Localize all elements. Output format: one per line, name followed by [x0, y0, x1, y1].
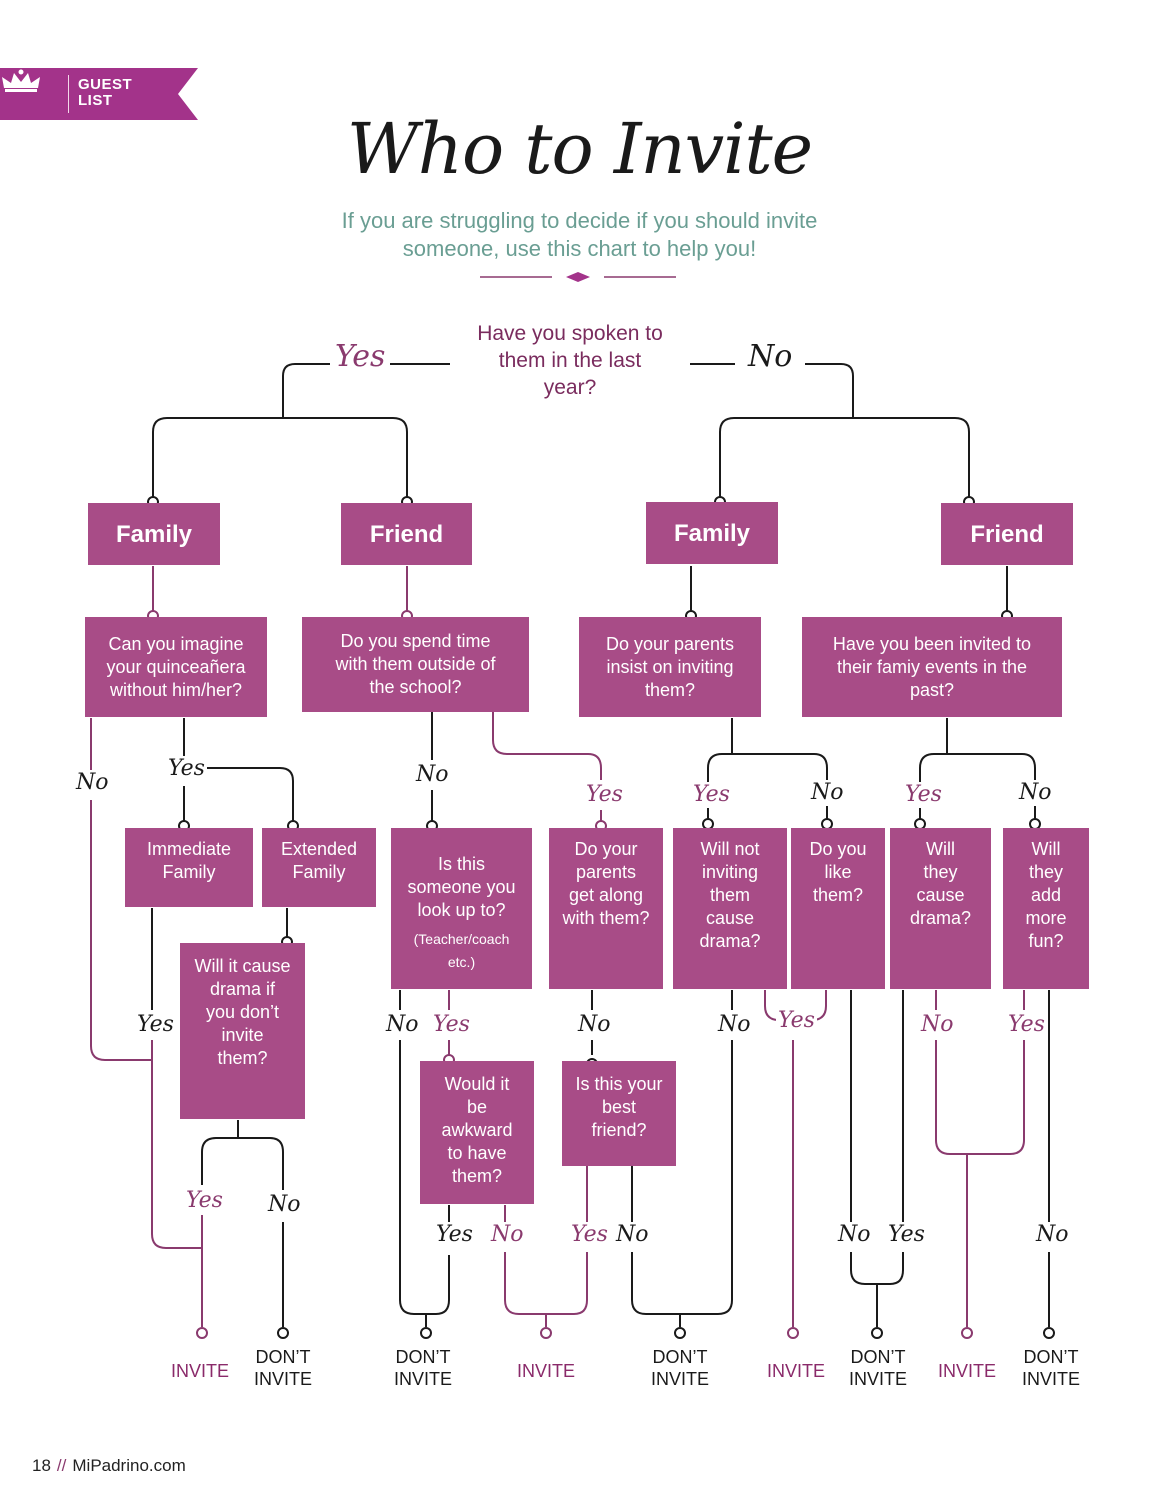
question-drama-if-not-invited: Will it cause drama if you don’t invite … [180, 943, 305, 1119]
crown-icon [2, 69, 40, 92]
subtitle-line2: someone, use this chart to help you! [402, 236, 757, 261]
category-friend-yes: Friend [341, 503, 472, 565]
divider-ornament [480, 272, 676, 282]
label-yes: Yes [584, 782, 625, 808]
label-no: No [614, 1222, 651, 1248]
label-yes: Yes [903, 782, 944, 808]
question-like-them: Do you like them? [791, 828, 885, 989]
label-yes: Yes [434, 1222, 475, 1248]
section-ribbon: GUEST LIST [0, 68, 198, 120]
question-parents-insist: Do your parents insist on inviting them? [579, 617, 761, 717]
category-friend-no: Friend [941, 503, 1073, 565]
outcome-line1: DON’T [395, 1347, 451, 1367]
root-yes-label: Yes [333, 339, 388, 374]
page-footer: 18 // MiPadrino.com [32, 1456, 186, 1476]
label-yes: Yes [886, 1222, 927, 1248]
node-extended-family: Extended Family [262, 828, 376, 907]
outcome-line1: DON’T [652, 1347, 708, 1367]
label-yes: Yes [431, 1012, 472, 1038]
node-immediate-family: Immediate Family [125, 828, 253, 907]
label-no: No [716, 1012, 753, 1038]
question-imagine-without: Can you imagine your quinceañera without… [85, 617, 267, 717]
outcome-invite: INVITE [937, 1361, 996, 1381]
root-question: Have you spoken to them in the last year… [477, 322, 663, 399]
label-no: No [1017, 780, 1054, 806]
outcome-line2: INVITE [393, 1369, 452, 1389]
ribbon-divider [68, 75, 69, 113]
label-yes: Yes [569, 1222, 610, 1248]
category-family-yes: Family [88, 503, 220, 565]
category-family-no: Family [646, 502, 778, 564]
question-spend-time: Do you spend time with them outside of t… [302, 617, 529, 712]
outcome-line2: INVITE [848, 1369, 907, 1389]
label-no: No [809, 780, 846, 806]
label-yes: Yes [166, 756, 207, 782]
question-invited-family-events: Have you been invited to their famiy eve… [802, 617, 1062, 717]
page-number: 18 [32, 1456, 51, 1475]
subtitle: If you are struggling to decide if you s… [0, 207, 1159, 263]
outcome-line1: DON’T [255, 1347, 311, 1367]
question-add-more-fun: Will they add more fun? [1003, 828, 1089, 989]
label-yes: Yes [135, 1012, 176, 1038]
site-link[interactable]: MiPadrino.com [72, 1456, 186, 1475]
question-best-friend: Is this your best friend? [562, 1061, 676, 1166]
label-no: No [836, 1222, 873, 1248]
ribbon-line2: LIST [78, 92, 113, 109]
ribbon-label: GUEST LIST [78, 77, 132, 109]
question-parents-get-along: Do your parents get along with them? [549, 828, 663, 989]
page-title: Who to Invite [346, 108, 813, 190]
label-no: No [266, 1192, 303, 1218]
label-no: No [74, 770, 111, 796]
label-no: No [414, 762, 451, 788]
outcome-invite: INVITE [766, 1361, 825, 1381]
look-up-text: Is this someone you look up to? [407, 854, 516, 920]
ribbon-line1: GUEST [78, 76, 133, 93]
label-no: No [919, 1012, 956, 1038]
ribbon-shape [0, 68, 198, 120]
outcome-line2: INVITE [1021, 1369, 1080, 1389]
outcome-line1: DON’T [850, 1347, 906, 1367]
subtitle-line1: If you are struggling to decide if you s… [341, 208, 818, 233]
outcome-line1: DON’T [1023, 1347, 1079, 1367]
label-yes: Yes [776, 1008, 817, 1034]
outcome-line2: INVITE [650, 1369, 709, 1389]
question-cause-drama: Will they cause drama? [890, 828, 991, 989]
question-look-up-to: Is this someone you look up to? (Teacher… [391, 828, 532, 989]
label-yes: Yes [691, 782, 732, 808]
footer-separator: // [56, 1456, 67, 1475]
label-no: No [576, 1012, 613, 1038]
outcome-line2: INVITE [253, 1369, 312, 1389]
outcome-invite: INVITE [516, 1361, 575, 1381]
label-no: No [384, 1012, 421, 1038]
question-awkward: Would it be awkward to have them? [420, 1061, 534, 1204]
label-yes: Yes [1006, 1012, 1047, 1038]
look-up-note: (Teacher/coach etc.) [413, 931, 510, 970]
question-not-inviting-drama: Will not inviting them cause drama? [673, 828, 787, 989]
root-no-label: No [746, 339, 795, 374]
label-no: No [489, 1222, 526, 1248]
label-yes: Yes [184, 1188, 225, 1214]
outcome-invite: INVITE [170, 1361, 229, 1381]
label-no: No [1034, 1222, 1071, 1248]
